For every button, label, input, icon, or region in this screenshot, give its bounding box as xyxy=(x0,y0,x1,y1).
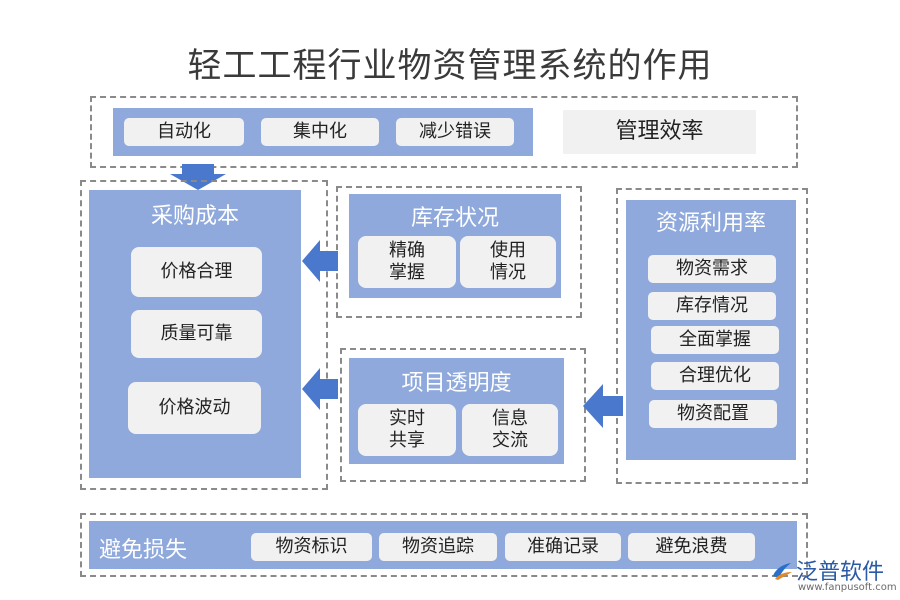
transparency-title: 项目透明度 xyxy=(401,371,512,396)
bottom-item-accurate-records: 准确记录 xyxy=(505,533,621,561)
brand-logo: 泛普软件 www.fanpusoft.com xyxy=(768,552,897,598)
procurement-item-price-reasonable: 价格合理 xyxy=(131,247,262,297)
bottom-item-avoid-waste: 避免浪费 xyxy=(628,533,755,561)
procurement-item-quality-reliable: 质量可靠 xyxy=(131,310,262,358)
resource-item-allocation: 物资配置 xyxy=(649,400,777,428)
transparency-item-info-exchange: 信息 交流 xyxy=(462,404,558,456)
resource-title: 资源利用率 xyxy=(655,211,766,236)
procurement-title: 采购成本 xyxy=(150,204,239,229)
resource-item-full-control: 全面掌握 xyxy=(651,326,779,354)
resource-frame xyxy=(616,188,808,484)
left-arrow-icon xyxy=(302,240,338,282)
left-arrow-icon xyxy=(302,368,338,410)
inventory-item-precise: 精确 掌握 xyxy=(358,236,456,288)
transparency-frame xyxy=(340,348,586,482)
bottom-item-material-tracking: 物资追踪 xyxy=(379,533,497,561)
diagram-title: 轻工工程行业物资管理系统的作用 xyxy=(187,46,713,86)
procurement-frame xyxy=(80,180,328,490)
resource-item-material-demand: 物资需求 xyxy=(648,255,776,283)
fanpu-logo-icon xyxy=(770,558,794,582)
resource-item-optimization: 合理优化 xyxy=(651,362,779,390)
top-item-reduce-errors: 减少错误 xyxy=(396,118,514,146)
left-arrow-icon xyxy=(583,384,623,428)
top-item-centralization: 集中化 xyxy=(261,118,379,146)
top-item-automation: 自动化 xyxy=(124,118,244,146)
down-arrow-icon xyxy=(170,164,226,190)
transparency-item-realtime-sharing: 实时 共享 xyxy=(358,404,456,456)
procurement-item-price-fluctuation: 价格波动 xyxy=(128,382,261,434)
brand-url: www.fanpusoft.com xyxy=(798,582,897,593)
top-section-frame xyxy=(90,96,798,168)
management-efficiency-label: 管理效率 xyxy=(563,110,756,154)
inventory-title: 库存状况 xyxy=(410,206,499,231)
bottom-frame xyxy=(80,513,808,577)
bottom-item-material-identification: 物资标识 xyxy=(251,533,372,561)
brand-name: 泛普软件 xyxy=(796,560,885,585)
avoid-losses-label: 避免损失 xyxy=(99,538,188,563)
resource-item-inventory: 库存情况 xyxy=(648,292,776,320)
inventory-item-usage: 使用 情况 xyxy=(460,236,556,288)
